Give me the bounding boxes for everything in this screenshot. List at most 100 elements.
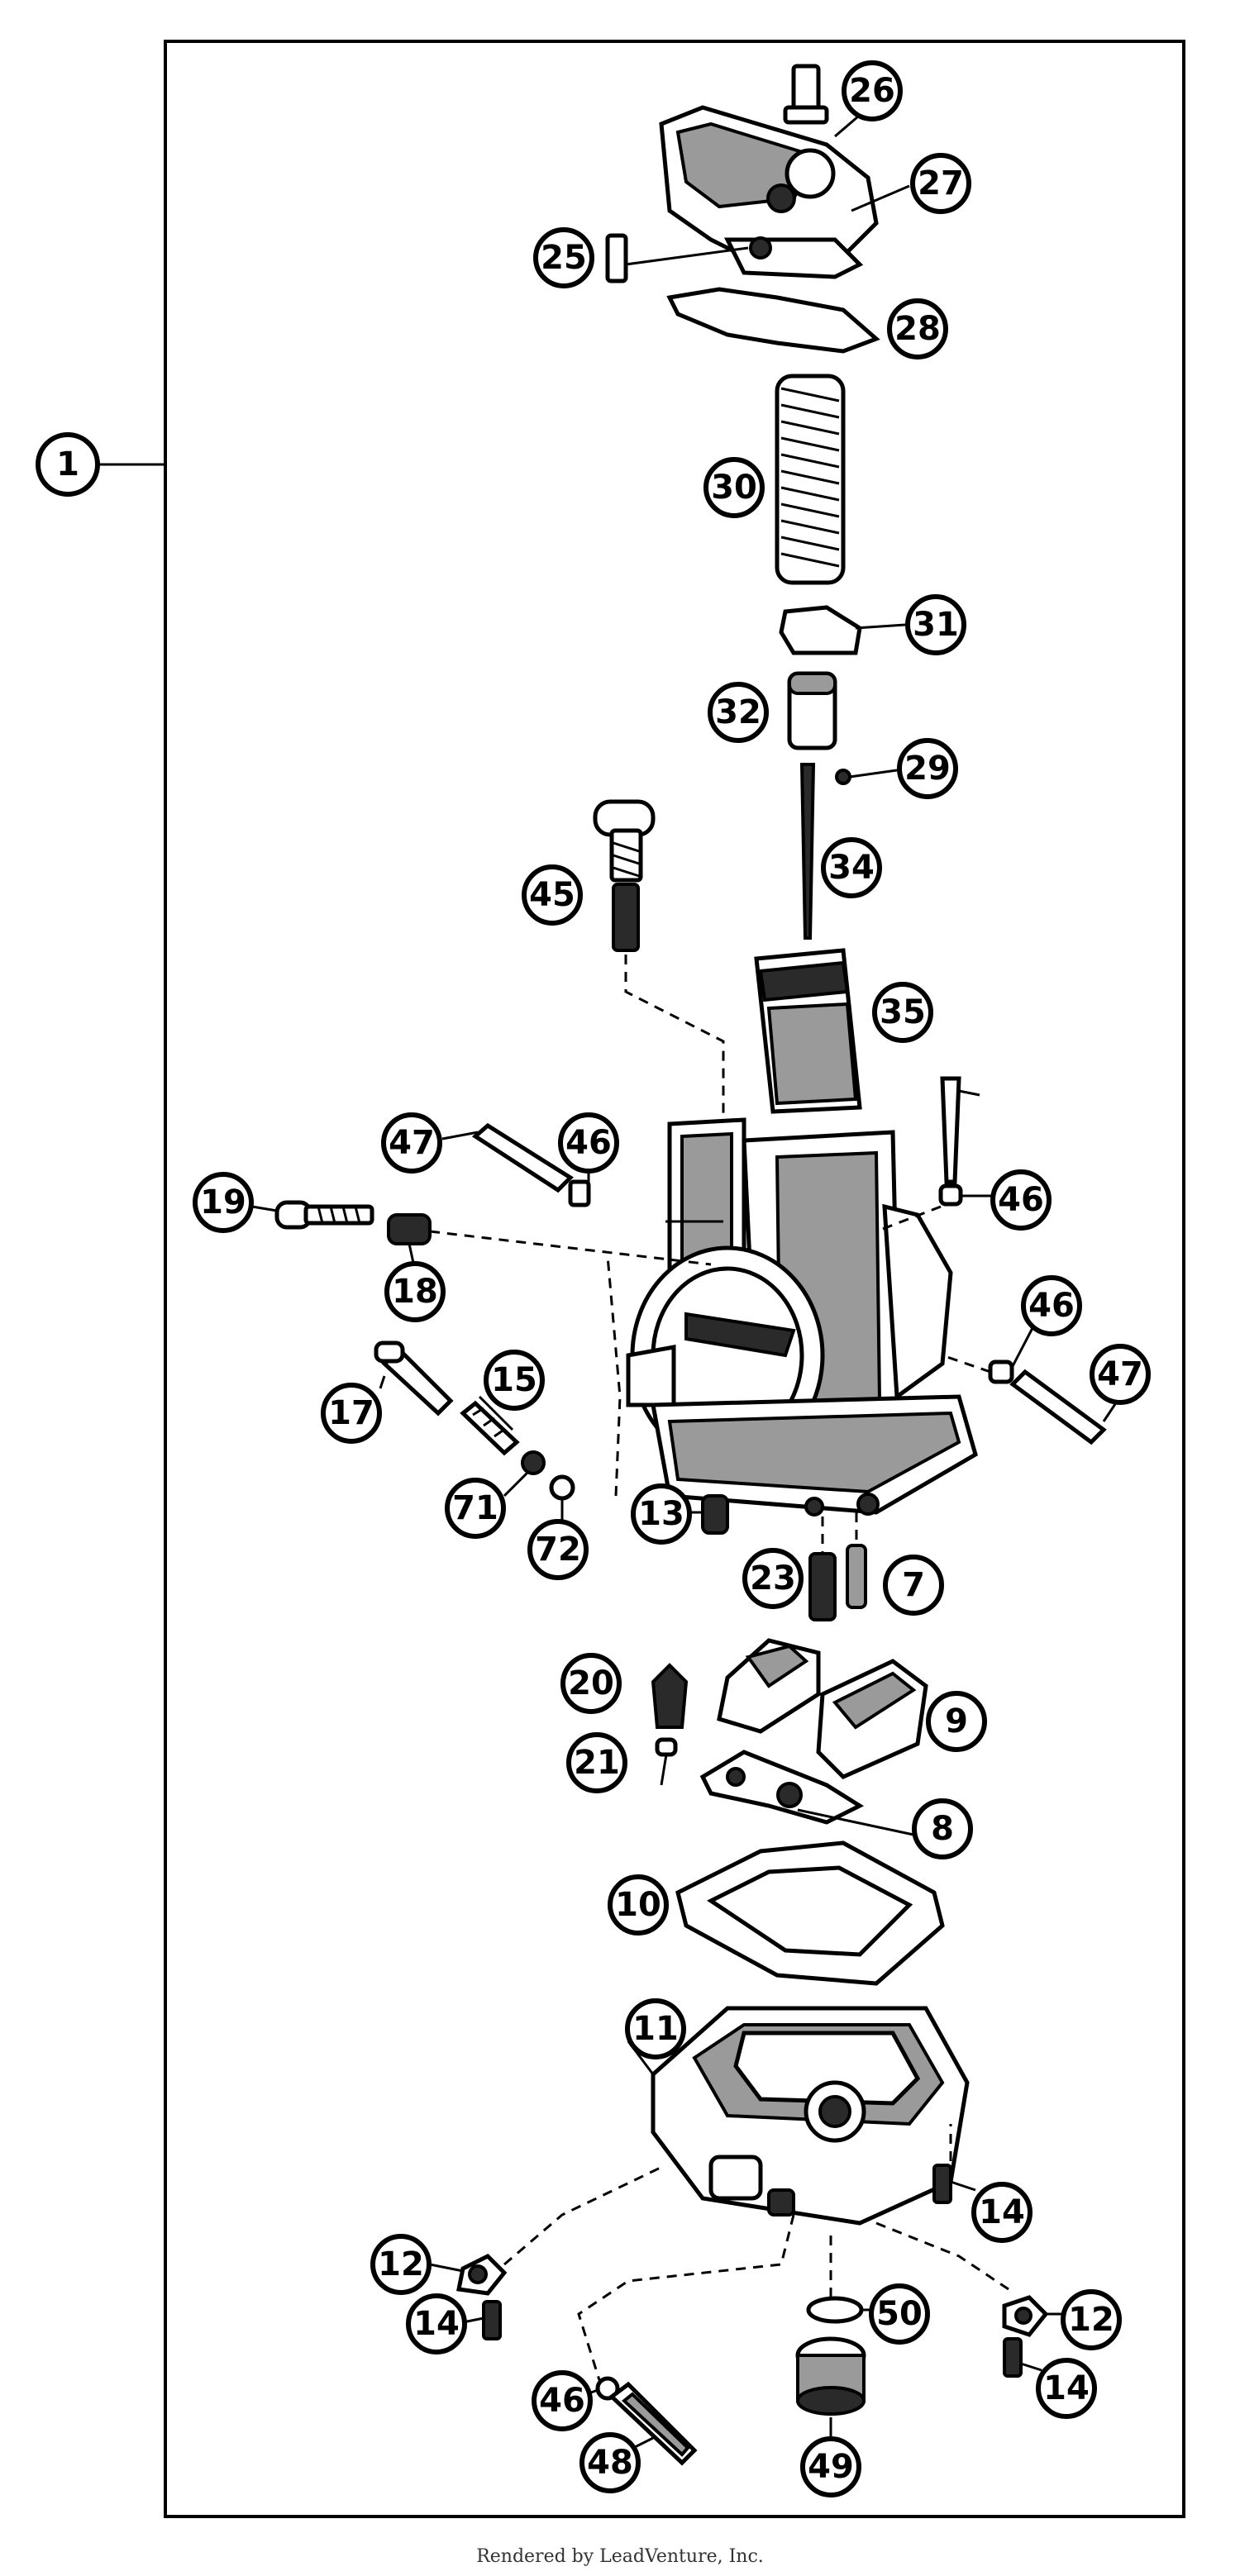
- callout-46-right-top: 46: [990, 1169, 1052, 1231]
- callout-label-21: 21: [574, 1744, 620, 1782]
- callout-label-50: 50: [876, 2295, 923, 2333]
- callout-label-32: 32: [715, 693, 761, 731]
- callout-label-12-right: 12: [1068, 2301, 1114, 2339]
- callout-25: 25: [533, 227, 594, 288]
- callout-label-71: 71: [452, 1489, 498, 1527]
- callout-label-35: 35: [880, 993, 926, 1031]
- callout-46-left: 46: [558, 1112, 619, 1174]
- hose-clamp-right: [1002, 2295, 1049, 2337]
- jet-13: [701, 1494, 729, 1535]
- callout-13: 13: [631, 1483, 692, 1545]
- callout-label-31: 31: [913, 606, 959, 644]
- callout-label-26: 26: [849, 72, 895, 110]
- callout-19: 19: [193, 1172, 254, 1233]
- callout-label-28: 28: [894, 310, 941, 348]
- idle-adjust-screw: [593, 799, 656, 952]
- callout-label-17: 17: [328, 1394, 374, 1432]
- callout-label-25: 25: [541, 239, 587, 277]
- callout-label-15: 15: [491, 1361, 537, 1399]
- callout-label-1: 1: [56, 445, 79, 483]
- main-jet-23: [808, 1552, 837, 1621]
- callout-21: 21: [566, 1732, 627, 1793]
- callout-15: 15: [484, 1350, 545, 1411]
- callout-14-left: 14: [406, 2293, 467, 2355]
- callout-45: 45: [522, 864, 583, 926]
- callout-32: 32: [708, 682, 769, 743]
- float-pin-21: [655, 1737, 678, 1786]
- pilot-screw-17: [374, 1340, 454, 1417]
- nut-18: [387, 1213, 432, 1245]
- callout-46-right-lower: 46: [1021, 1275, 1082, 1336]
- callout-49: 49: [800, 2436, 861, 2497]
- callout-label-48: 48: [587, 2444, 633, 2482]
- callout-71: 71: [445, 1478, 506, 1539]
- drain-plug: [795, 2336, 866, 2416]
- callout-8: 8: [912, 1798, 973, 1859]
- callouts: 1 26 27 25 28 30 31 32 29 34 45 35 47 46…: [36, 60, 1151, 2497]
- choke-rod-right-lower: [1009, 1369, 1107, 1445]
- callout-label-14-right: 14: [1043, 2369, 1090, 2407]
- choke-rod-left: [471, 1122, 574, 1193]
- callout-10: 10: [608, 1874, 669, 1936]
- callout-label-72: 72: [535, 1531, 581, 1569]
- callout-label-23: 23: [750, 1559, 796, 1598]
- callout-23: 23: [742, 1548, 804, 1609]
- callout-12-right: 12: [1061, 2289, 1122, 2350]
- callout-48: 48: [579, 2432, 641, 2493]
- assembly-frame: [164, 40, 1185, 2518]
- spring-seat: [779, 605, 862, 655]
- callout-50: 50: [869, 2283, 930, 2345]
- callout-label-18: 18: [392, 1273, 438, 1311]
- callout-12-left: 12: [370, 2234, 432, 2295]
- screw-14-left: [482, 2300, 502, 2340]
- callout-11: 11: [625, 1998, 686, 2059]
- callout-47-left: 47: [381, 1112, 442, 1174]
- callout-label-47-left: 47: [389, 1124, 435, 1162]
- callout-label-27: 27: [918, 164, 964, 202]
- footer-credit: Rendered by LeadVenture, Inc.: [476, 2546, 764, 2567]
- jet-needle: [799, 763, 816, 940]
- callout-label-29: 29: [904, 750, 951, 788]
- callout-label-7: 7: [902, 1566, 925, 1604]
- top-cap-assembly: [659, 64, 879, 279]
- needle-clip: [835, 769, 851, 785]
- callout-label-14-right-top: 14: [979, 2193, 1025, 2231]
- float-9: [699, 1638, 928, 1825]
- o-ring-right-top: [938, 1183, 963, 1207]
- callout-29: 29: [897, 738, 958, 799]
- callout-label-14-left: 14: [413, 2305, 460, 2343]
- callout-35: 35: [872, 982, 933, 1043]
- spring-15: [460, 1400, 520, 1456]
- callout-9: 9: [926, 1691, 987, 1752]
- callout-30: 30: [703, 457, 765, 518]
- callout-label-20: 20: [568, 1664, 614, 1702]
- throttle-spring: [775, 374, 846, 585]
- callout-27: 27: [910, 153, 971, 214]
- o-ring-72: [549, 1474, 575, 1501]
- washer-71: [521, 1450, 546, 1475]
- screw-19: [274, 1200, 374, 1230]
- callout-label-9: 9: [945, 1702, 968, 1740]
- callout-46-lower: 46: [532, 2370, 593, 2431]
- callout-1: 1: [36, 432, 100, 497]
- callout-7: 7: [883, 1555, 944, 1616]
- callout-label-46-lower: 46: [539, 2382, 585, 2420]
- needle-holder: [787, 671, 837, 750]
- callout-label-46-right-top: 46: [998, 1181, 1044, 1219]
- callout-14-right: 14: [1036, 2358, 1097, 2419]
- callout-34: 34: [821, 837, 882, 898]
- callout-17: 17: [321, 1383, 382, 1444]
- screw-14-right: [1003, 2337, 1023, 2378]
- callout-47-right: 47: [1090, 1344, 1151, 1405]
- choke-rod-right-top: [940, 1076, 961, 1184]
- callout-label-11: 11: [632, 2010, 679, 2048]
- callout-label-45: 45: [529, 876, 575, 914]
- top-cap-gasket: [666, 287, 880, 354]
- callout-label-30: 30: [711, 469, 757, 507]
- callout-26: 26: [842, 60, 903, 121]
- callout-label-34: 34: [828, 849, 875, 887]
- callout-14-right-top: 14: [971, 2182, 1033, 2243]
- callout-18: 18: [384, 1261, 446, 1322]
- callout-31: 31: [905, 594, 966, 655]
